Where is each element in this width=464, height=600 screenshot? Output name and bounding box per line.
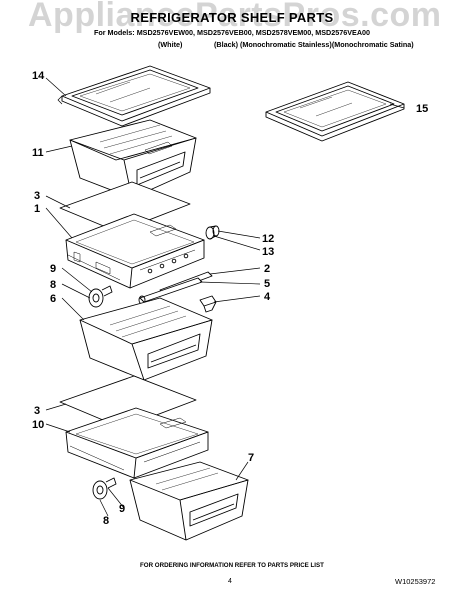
document-number: W10253972 bbox=[395, 577, 436, 586]
callout-15: 15 bbox=[416, 103, 428, 115]
part-7-drawer bbox=[129, 461, 249, 541]
callout-14: 14 bbox=[32, 70, 45, 82]
callout-2: 2 bbox=[264, 263, 270, 275]
callout-8-lower: 8 bbox=[103, 515, 109, 527]
part-3-glass-lower bbox=[59, 375, 197, 429]
callout-5: 5 bbox=[264, 278, 270, 290]
callout-8-upper: 8 bbox=[50, 279, 56, 291]
callout-13: 13 bbox=[262, 246, 274, 258]
ordering-note: FOR ORDERING INFORMATION REFER TO PARTS … bbox=[140, 562, 324, 569]
callout-12: 12 bbox=[262, 233, 274, 245]
part-10-shelf-frame bbox=[65, 407, 209, 479]
part-8-9-roller-lower bbox=[92, 477, 117, 500]
callout-11: 11 bbox=[32, 147, 44, 159]
callout-6: 6 bbox=[50, 293, 56, 305]
page-title: REFRIGERATOR SHELF PARTS bbox=[130, 10, 334, 25]
leader-lines bbox=[45, 77, 405, 517]
color-label-others: (Black) (Monochromatic Stainless)(Monoch… bbox=[214, 40, 414, 49]
callout-9-upper: 9 bbox=[50, 263, 56, 275]
callout-7: 7 bbox=[248, 452, 254, 464]
part-6-drawer bbox=[79, 297, 213, 381]
part-1-shelf-frame bbox=[65, 213, 205, 289]
callout-4: 4 bbox=[264, 291, 271, 303]
callout-1: 1 bbox=[34, 203, 40, 215]
callout-3-lower: 3 bbox=[34, 405, 40, 417]
part-3-glass-upper bbox=[59, 181, 191, 233]
color-label-white: (White) bbox=[158, 40, 183, 49]
part-15-glass-shelf bbox=[265, 81, 405, 142]
part-14-top-shelf bbox=[57, 65, 211, 127]
callout-10: 10 bbox=[32, 419, 44, 431]
part-5-rail bbox=[138, 277, 203, 305]
part-8-9-roller-upper bbox=[88, 285, 113, 308]
page-number: 4 bbox=[228, 578, 232, 585]
callout-3-upper: 3 bbox=[34, 190, 40, 202]
model-list: For Models: MSD2576VEW00, MSD2576VEB00, … bbox=[93, 28, 371, 37]
part-4-clip bbox=[199, 295, 217, 313]
callout-9-lower: 9 bbox=[119, 503, 125, 515]
